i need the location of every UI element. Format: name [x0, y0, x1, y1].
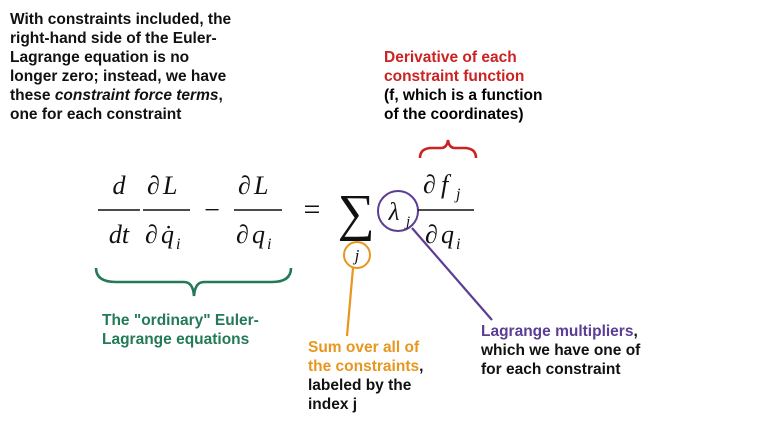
lambda-index-j: j: [404, 214, 410, 230]
partial-symbol: ∂: [423, 170, 436, 199]
q-symbol: q: [252, 220, 265, 249]
multiplier-circle: [377, 190, 419, 232]
index-i: i: [456, 236, 460, 253]
sum-line: the constraints,: [308, 357, 423, 376]
sum-index-circle: [343, 241, 371, 269]
intro-line: With constraints included, the: [10, 11, 232, 28]
sum-index-j: j: [353, 246, 360, 265]
multiplier-line: for each constraint: [481, 361, 621, 378]
partial-symbol: ∂: [236, 220, 249, 249]
partial-symbol: ∂: [145, 220, 158, 249]
L-symbol: L: [162, 171, 177, 200]
ordinary-equations-note: The "ordinary" Euler- Lagrange equations: [102, 311, 259, 349]
derivative-brace: [418, 139, 478, 159]
partial-symbol: ∂: [238, 171, 251, 200]
intro-line: these constraint force terms,: [10, 86, 231, 105]
sum-line-text: the constraints: [308, 358, 420, 375]
sum-comma: ,: [419, 358, 424, 375]
derivative-note: Derivative of each constraint function (…: [384, 48, 542, 124]
derivative-body-line: of the coordinates): [384, 106, 524, 123]
lambda-symbol: λ: [388, 199, 400, 226]
partial-symbol: ∂: [425, 220, 438, 249]
sum-pointer-line: [345, 267, 355, 337]
multiplier-comma: ,: [633, 323, 638, 340]
multiplier-title: Lagrange multipliers: [481, 323, 634, 340]
dt-symbol: dt: [109, 220, 130, 249]
f-symbol: f: [441, 170, 452, 199]
derivative-body-line: (f, which is a function: [384, 87, 543, 104]
sum-line: labeled by the: [308, 377, 412, 394]
minus-sign: −: [204, 195, 220, 226]
ordinary-brace: [94, 267, 293, 297]
f-index-j: j: [454, 186, 461, 203]
q-symbol: q: [441, 220, 454, 249]
index-i: i: [176, 236, 180, 253]
partial-symbol: ∂: [147, 171, 160, 200]
sum-line: index j: [308, 396, 358, 413]
intro-line: right-hand side of the Euler-: [10, 30, 217, 47]
sum-line: Sum over all of: [308, 339, 420, 356]
intro-line: one for each constraint: [10, 106, 182, 123]
intro-emphasis: constraint force terms: [54, 87, 219, 104]
multiplier-line: which we have one of: [481, 342, 641, 359]
intro-line: Lagrange equation is no: [10, 49, 190, 66]
derivative-title-line: constraint function: [384, 68, 525, 85]
ordinary-line: The "ordinary" Euler-: [102, 312, 259, 329]
d-symbol: d: [113, 171, 127, 200]
sum-note: Sum over all of the constraints, labeled…: [308, 338, 423, 414]
derivative-title-line: Derivative of each: [384, 49, 517, 66]
sigma-symbol: ∑: [337, 185, 374, 242]
q-dot-symbol: q̇: [161, 220, 174, 249]
intro-note: With constraints included, the right-han…: [10, 10, 231, 124]
equals-sign: =: [304, 193, 321, 226]
ordinary-line: Lagrange equations: [102, 331, 250, 348]
intro-line: longer zero; instead, we have: [10, 68, 227, 85]
intro-prefix: these: [10, 87, 55, 104]
multiplier-pointer-line: [411, 227, 493, 321]
index-i: i: [267, 236, 271, 253]
multiplier-note: Lagrange multipliers, which we have one …: [481, 322, 640, 379]
L-symbol: L: [253, 171, 268, 200]
multiplier-title-line: Lagrange multipliers,: [481, 322, 640, 341]
intro-suffix: ,: [218, 87, 223, 104]
